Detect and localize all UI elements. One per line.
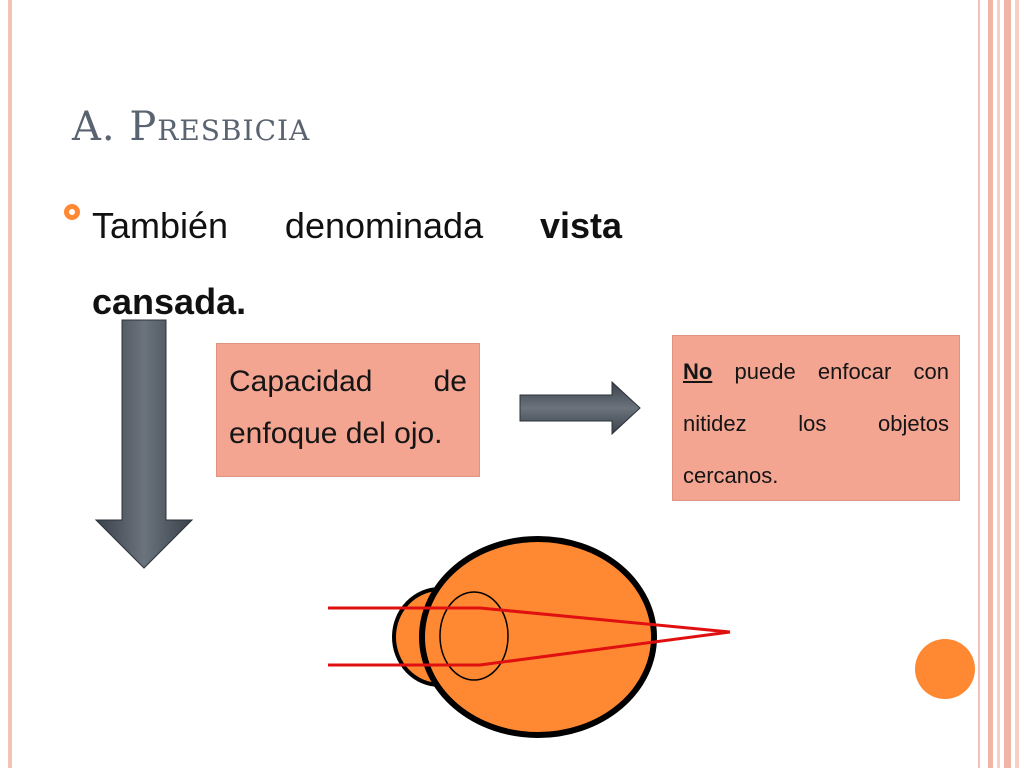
eye-diagram	[328, 536, 731, 738]
symptom-box-emphasis: No	[683, 359, 713, 384]
bullet-text-bold: vista cansada.	[92, 205, 622, 322]
slide-title: A. Presbicia	[72, 104, 311, 150]
decorative-circle	[915, 639, 975, 699]
capacity-box-text: Capacidad de enfoque del ojo.	[229, 365, 467, 450]
symptom-box-text: puede enfocar con nitidez los objetos ce…	[683, 359, 949, 488]
bullet-text: También denominada vista cansada.	[92, 188, 622, 340]
right-arrow-icon	[519, 380, 641, 436]
circle-bullet-icon	[64, 204, 80, 220]
down-arrow-icon	[94, 319, 194, 569]
symptom-box: No puede enfocar con nitidez los objetos…	[672, 335, 960, 501]
capacity-box: Capacidad de enfoque del ojo.	[216, 343, 480, 477]
bullet-text-prefix: También denominada	[92, 205, 540, 246]
